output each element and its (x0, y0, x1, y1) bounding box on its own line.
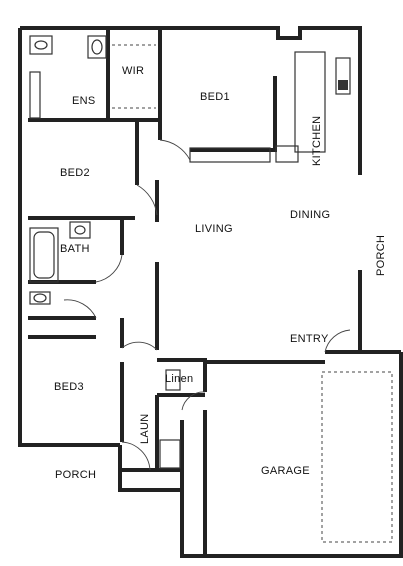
room-label-bed2: BED2 (60, 167, 90, 179)
room-label-dining: DINING (290, 209, 330, 221)
door-swings (63, 139, 351, 471)
room-label-linen: Linen (165, 373, 193, 385)
room-label-wir: WIR (122, 65, 144, 77)
room-label-bed1: BED1 (200, 91, 230, 103)
room-label-garage: GARAGE (261, 465, 310, 477)
room-label-laun: LAUN (139, 413, 151, 444)
interior-walls (28, 30, 362, 556)
room-label-ens: ENS (72, 95, 96, 107)
room-label-porch-front: PORCH (55, 469, 96, 481)
room-label-entry: ENTRY (290, 333, 329, 345)
room-label-bed3: BED3 (54, 381, 84, 393)
outer-walls (18, 26, 403, 558)
room-label-kitchen: KITCHEN (311, 116, 323, 166)
room-label-bath: BATH (60, 243, 90, 255)
room-label-porch-side: PORCH (375, 235, 387, 276)
room-label-living: LIVING (195, 223, 233, 235)
fixtures (29, 35, 393, 543)
